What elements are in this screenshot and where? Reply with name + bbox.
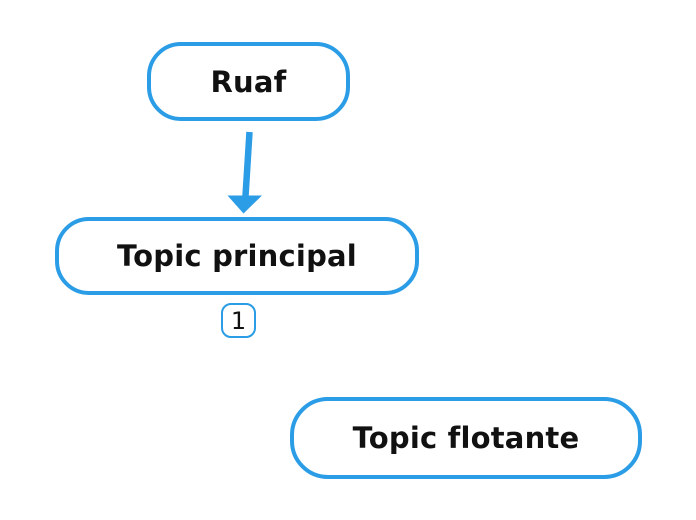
topic-node-ruaf[interactable]: Ruaf: [147, 42, 350, 121]
topic-node-principal[interactable]: Topic principal: [55, 217, 419, 295]
connector-line: [242, 131, 253, 197]
child-count-value: 1: [230, 306, 247, 335]
topic-principal-label: Topic principal: [117, 239, 357, 273]
topic-flotante-label: Topic flotante: [352, 421, 580, 455]
topic-node-flotante[interactable]: Topic flotante: [290, 397, 642, 479]
topic-ruaf-label: Ruaf: [210, 64, 287, 99]
child-count-badge[interactable]: 1: [221, 303, 256, 338]
connector-arrowhead-icon: [227, 195, 262, 214]
